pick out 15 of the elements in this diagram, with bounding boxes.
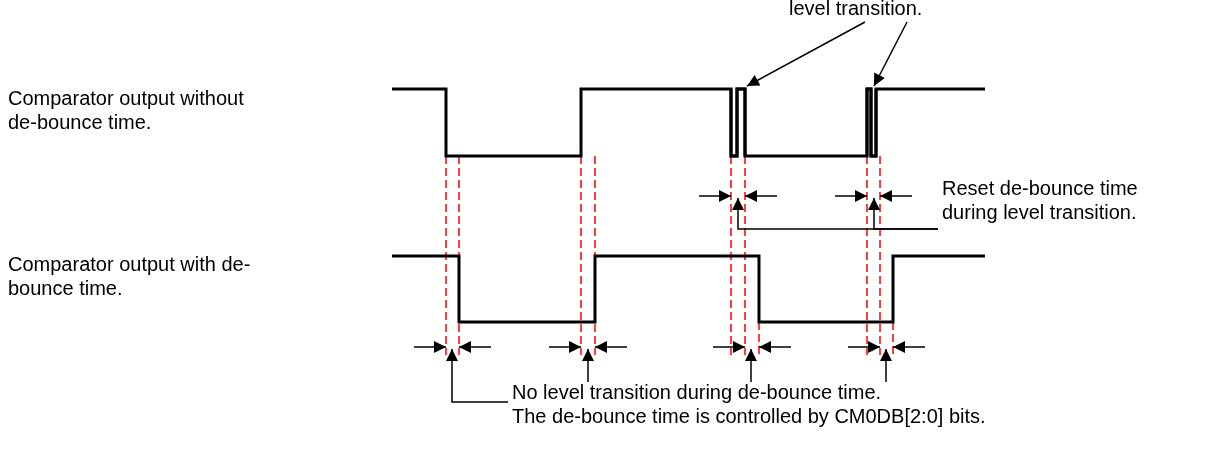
callout-text: Reset de-bounce time during level transition. [942,176,1178,224]
note-text: The de-bounce time is controlled by CM0DB[2:0] bits. [512,404,987,428]
glitch-pulse [865,87,878,158]
leader-line [746,21,866,87]
signal-label: Comparator output with de-bounce time. [8,252,270,300]
leader-line [873,21,908,87]
leader-line [880,348,892,383]
leader-line [868,197,939,230]
leader-line [745,348,757,383]
signal-label: Comparator output without de-bounce time. [8,86,270,134]
leader-line [582,348,594,383]
leader-line [446,348,509,403]
callout-text: level transition. [789,0,1029,20]
note-text: No level transition during de-bounce time. [512,380,883,404]
glitch-pulse [729,87,747,158]
